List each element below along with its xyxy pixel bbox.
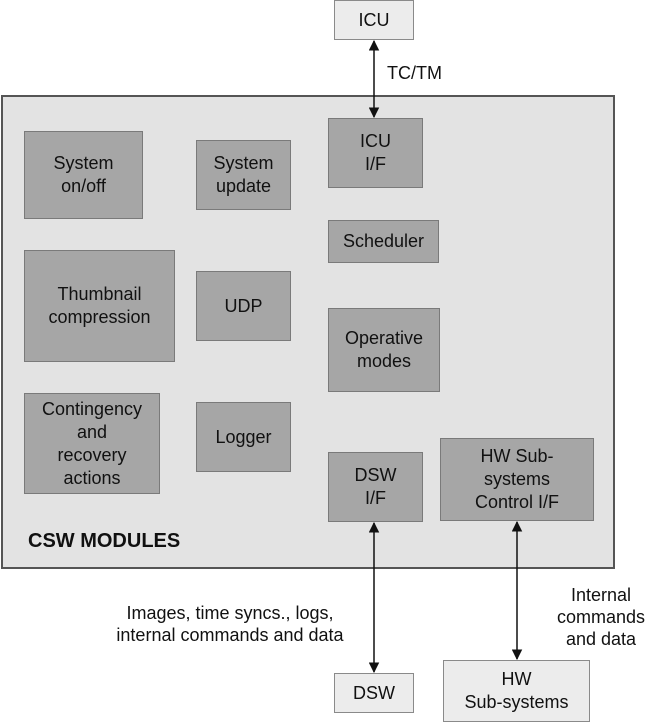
dsw-external-box: DSW (334, 673, 414, 713)
csw-modules-title: CSW MODULES (28, 530, 181, 552)
dsw-link-label: Images, time syncs., logs, internal comm… (116, 603, 344, 645)
udp-module: UDP (196, 271, 291, 341)
operative-modes-module: Operative modes (328, 308, 440, 392)
logger-module: Logger (196, 402, 291, 472)
hw-link-label: Internal commands and data (556, 585, 646, 649)
dsw-if-module: DSW I/F (328, 452, 423, 522)
thumbnail-compression-module: Thumbnail compression (24, 250, 175, 362)
icu-external-box: ICU (334, 0, 414, 40)
system-update-module: System update (196, 140, 291, 210)
scheduler-module: Scheduler (328, 220, 439, 263)
system-onoff-module: System on/off (24, 131, 143, 219)
icu-if-module: ICU I/F (328, 118, 423, 188)
contingency-recovery-module: Contingency and recovery actions (24, 393, 160, 494)
hw-subsystems-external-box: HW Sub-systems (443, 660, 590, 722)
tc-tm-label: TC/TM (387, 63, 442, 83)
hw-subsystems-control-if-module: HW Sub- systems Control I/F (440, 438, 594, 521)
